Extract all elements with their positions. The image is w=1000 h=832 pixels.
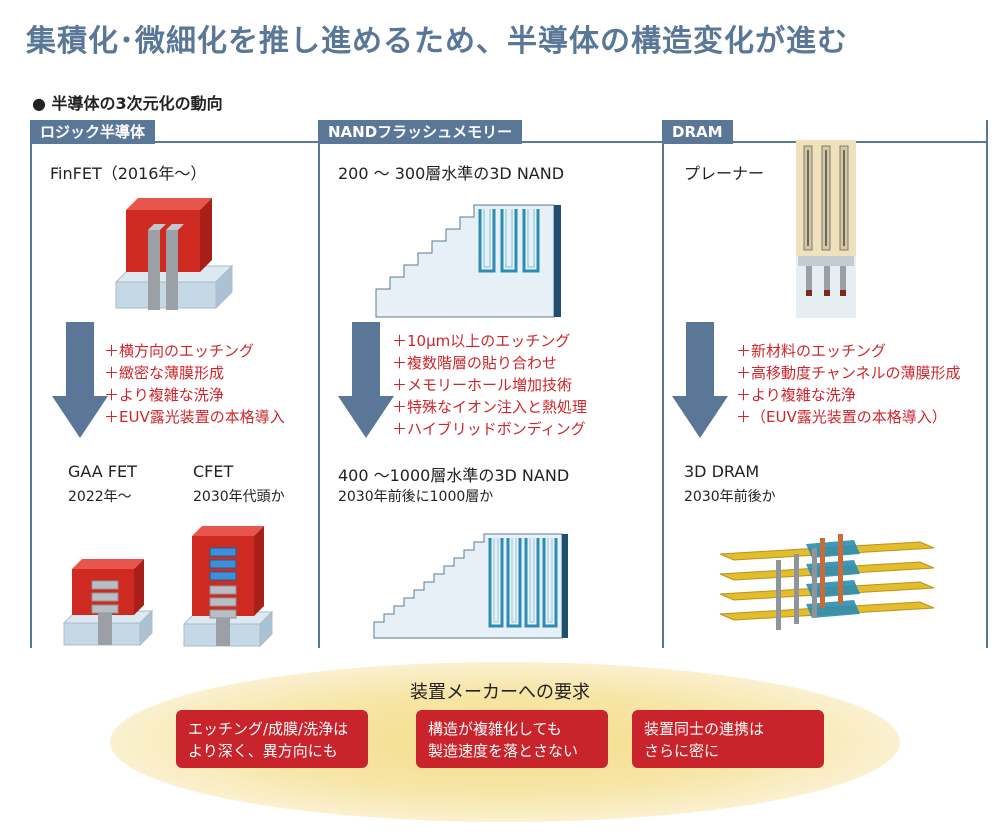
column-divider-4	[986, 120, 988, 648]
arrow-down-dram	[672, 322, 728, 438]
tag-nand: NANDフラッシュメモリー	[318, 120, 523, 144]
dram-bottom-sub: 2030年前後か	[684, 489, 776, 505]
nand-bottom-sub: 2030年前後に1000層か	[338, 489, 494, 505]
nand-bottom-label: 400 ～1000層水準の3D NAND	[338, 466, 570, 485]
column-divider-3	[662, 120, 664, 648]
section-subtitle: ● 半導体の3次元化の動向	[32, 94, 223, 113]
finfet-illustration	[114, 198, 234, 310]
3d-dram-illustration	[719, 534, 935, 630]
demand-card-integration: 装置同士の連携は さらに密に	[632, 710, 824, 768]
tag-logic: ロジック半導体	[30, 120, 156, 144]
req-item: ＋10μm以上のエッチング	[392, 332, 571, 350]
req-item: ＋（EUV露光装置の本格導入）	[736, 408, 947, 426]
demand-line: 構造が複雑化しても	[428, 720, 562, 738]
demand-line: エッチング/成膜/洗浄は	[188, 720, 349, 738]
req-item: ＋複数階層の貼り合わせ	[392, 354, 558, 372]
req-item: ＋特殊なイオン注入と熱処理	[392, 398, 588, 416]
cfet-sub: 2030年代頭か	[193, 489, 285, 505]
requirements-dram: ＋新材料のエッチング ＋高移動度チャンネルの薄膜形成 ＋より複雑な洗浄 ＋（EU…	[736, 340, 961, 428]
cfet-label: CFET	[193, 462, 234, 481]
nand-small-illustration	[375, 204, 561, 318]
demand-line: より深く、異方向にも	[188, 742, 338, 760]
req-item: ＋新材料のエッチング	[736, 342, 887, 360]
demand-card-etching: エッチング/成膜/洗浄は より深く、異方向にも	[176, 710, 368, 768]
arrow-down-logic	[52, 322, 108, 438]
tag-dram: DRAM	[662, 120, 733, 144]
requirements-logic: ＋横方向のエッチング ＋緻密な薄膜形成 ＋より複雑な洗浄 ＋EUV露光装置の本格…	[104, 340, 285, 428]
gaafet-label: GAA FET	[68, 462, 137, 481]
nand-top-label: 200 ～ 300層水準の3D NAND	[338, 164, 565, 183]
req-item: ＋高移動度チャンネルの薄膜形成	[736, 364, 961, 382]
requirements-nand: ＋10μm以上のエッチング ＋複数階層の貼り合わせ ＋メモリーホール増加技術 ＋…	[392, 330, 587, 440]
column-divider-2	[318, 120, 320, 648]
nand-large-illustration	[373, 533, 568, 639]
demand-line: さらに密に	[644, 742, 720, 760]
arrow-down-nand	[338, 322, 394, 438]
demand-line: 装置同士の連携は	[644, 720, 765, 738]
req-item: ＋横方向のエッチング	[104, 342, 255, 360]
demand-line: 製造速度を落とさない	[428, 742, 579, 760]
req-item: ＋より複雑な洗浄	[104, 386, 224, 404]
column-divider-1	[30, 120, 32, 648]
dram-top-label: プレーナー	[684, 164, 765, 183]
dram-bottom-label: 3D DRAM	[684, 462, 760, 481]
req-item: ＋緻密な薄膜形成	[104, 364, 225, 382]
gaafet-sub: 2022年～	[68, 489, 132, 505]
demands-title: 装置メーカーへの要求	[410, 682, 590, 703]
finfet-label: FinFET（2016年～）	[50, 164, 207, 183]
req-item: ＋メモリーホール増加技術	[392, 376, 573, 394]
demand-card-speed: 構造が複雑化しても 製造速度を落とさない	[416, 710, 608, 768]
req-item: ＋より複雑な洗浄	[736, 386, 856, 404]
gaafet-illustration	[62, 559, 154, 647]
cfet-illustration	[182, 526, 274, 648]
planar-dram-illustration	[796, 140, 856, 318]
req-item: ＋ハイブリッドボンディング	[392, 420, 586, 438]
req-item: ＋EUV露光装置の本格導入	[104, 408, 285, 426]
page-title: 集積化･微細化を推し進めるため、半導体の構造変化が進む	[26, 24, 848, 59]
